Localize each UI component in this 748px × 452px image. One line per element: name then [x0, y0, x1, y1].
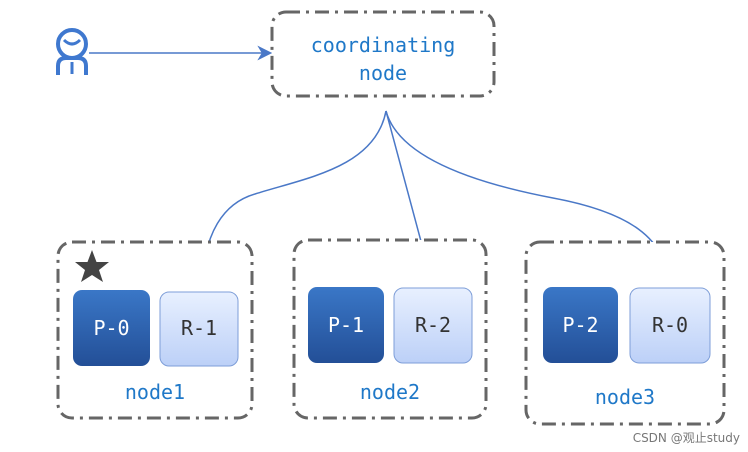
node-name-label: node1: [125, 380, 185, 404]
watermark: CSDN @观止study: [632, 431, 740, 445]
primary-shard-node1: [73, 290, 150, 366]
node-name-label: node3: [595, 385, 655, 409]
star-icon: [75, 250, 109, 282]
primary-shard-node2: [308, 287, 384, 363]
replica-shard-node3: [629, 287, 711, 364]
replica-shard-node2: [393, 287, 473, 364]
primary-shard-label: P-0: [93, 316, 129, 340]
coordinating-node-label-line1: coordinating: [311, 33, 456, 57]
node1-box: P-0 R-1 node1: [56, 240, 254, 420]
primary-shard-node3: [543, 287, 618, 363]
node-name-label: node2: [360, 380, 420, 404]
replica-shard-label: R-0: [652, 313, 688, 337]
node2-box: P-1 R-2 node2: [292, 238, 488, 420]
node3-box: P-2 R-0 node3: [524, 240, 726, 426]
replica-shard-label: R-2: [415, 313, 451, 337]
replica-shard-label: R-1: [181, 316, 217, 340]
coordinating-node: coordinating node: [270, 10, 496, 98]
coordinating-node-label-line2: node: [359, 61, 407, 85]
primary-shard-label: P-2: [562, 313, 598, 337]
client-user-icon: [56, 28, 88, 75]
replica-shard-node1: [159, 291, 239, 367]
primary-shard-label: P-1: [328, 313, 364, 337]
